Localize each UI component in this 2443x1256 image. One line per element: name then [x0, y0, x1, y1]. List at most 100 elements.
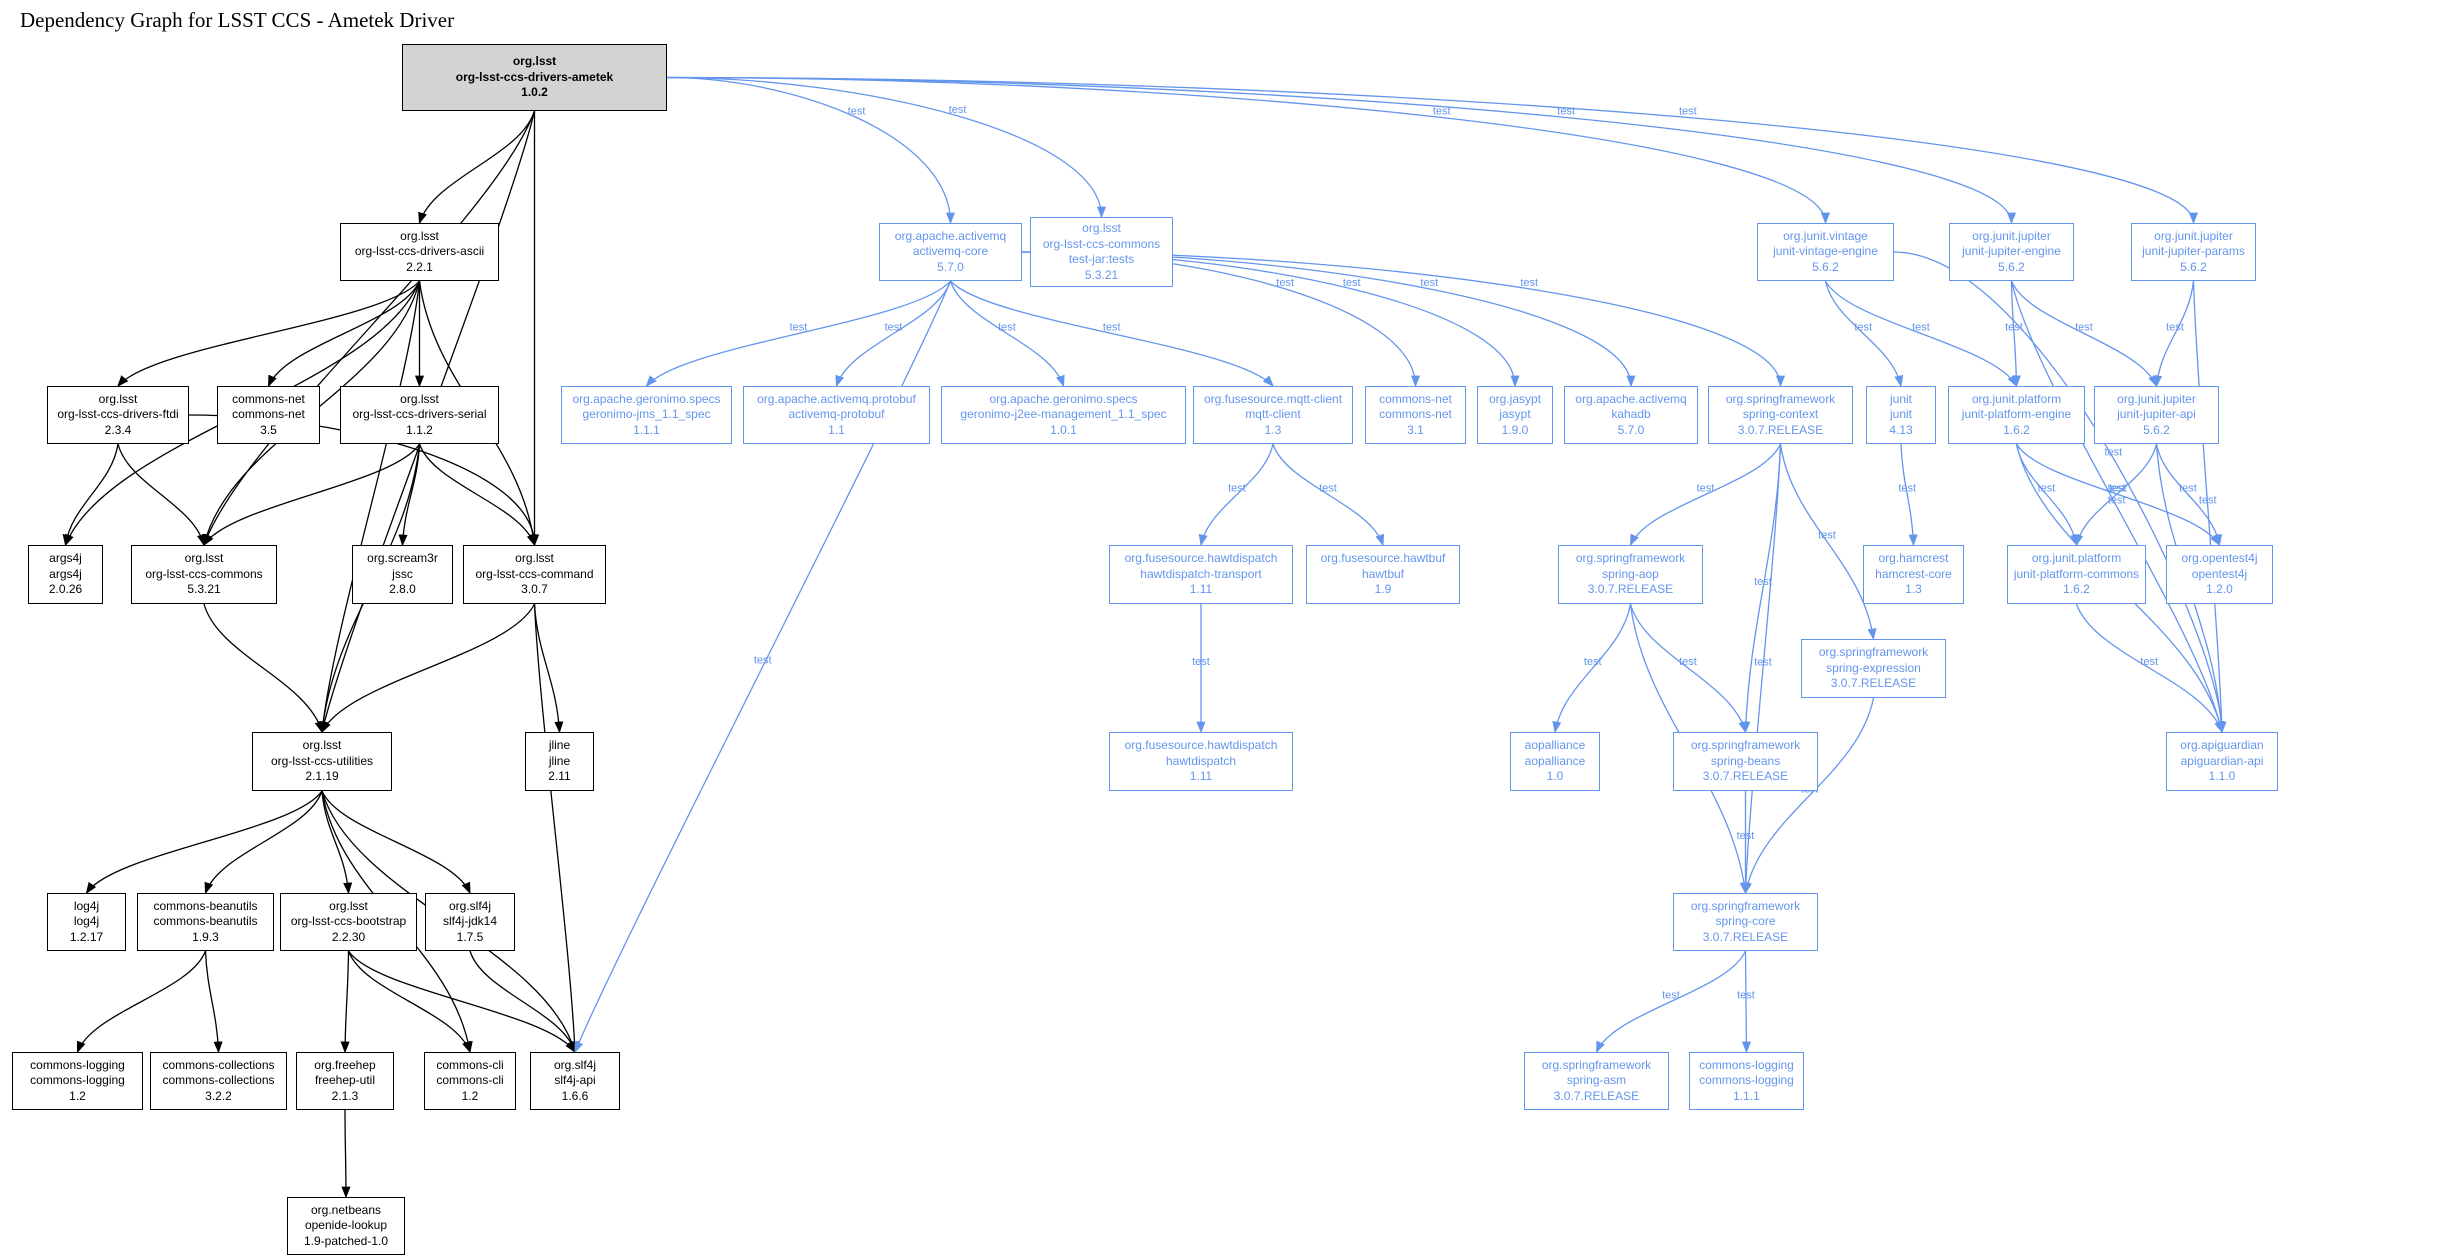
edge-jupiter-engine-to-platform-engine: [2010, 280, 2021, 388]
node-label-line: org.springframework: [1575, 551, 1686, 566]
edge-ametek-to-jupiter-engine: [666, 76, 2016, 225]
node-label-line: junit-platform-commons: [2013, 566, 2140, 581]
edge-spring-core-to-spring-asm: [1595, 950, 1747, 1054]
node-label-line: opentest4j: [2191, 566, 2248, 581]
edge-scope-label: test: [2108, 483, 2126, 495]
node-label-line: org.fusesource.hawtdispatch: [1124, 738, 1278, 753]
node-label-line: org.junit.platform: [2031, 551, 2122, 566]
edge-activemq-core-to-mqtt: [950, 280, 1274, 387]
edge-serial-to-commons: [203, 443, 421, 547]
edge-scope-label: test: [2108, 495, 2126, 507]
node-label-line: 3.0.7.RELEASE: [1737, 422, 1824, 437]
node-label-line: commons-collections: [162, 1057, 275, 1072]
node-label-line: 1.1.1: [633, 422, 660, 437]
node-label-line: 2.8.0: [389, 582, 416, 597]
edge-scope-label: test: [1912, 322, 1930, 334]
node-label-line: 5.3.21: [187, 582, 221, 597]
node-label-line: commons-cli: [436, 1057, 504, 1072]
node-label-line: org.springframework: [1818, 645, 1929, 660]
node-label-line: 4.13: [1889, 422, 1913, 437]
edge-scope-label: test: [1754, 576, 1772, 588]
diagram-title: Dependency Graph for LSST CCS - Ametek D…: [20, 8, 455, 32]
edge-spring-aop-to-aopalliance: [1552, 603, 1632, 734]
node-label-line: 1.1.2: [406, 422, 433, 437]
edge-ascii-to-ftdi: [117, 280, 420, 387]
node-label-line: 1.3: [1264, 422, 1282, 437]
node-label-line: spring-asm: [1566, 1073, 1627, 1088]
node-label-line: junit: [1889, 391, 1912, 406]
edge-scope-label: test: [2109, 483, 2127, 495]
node-label-line: org.freehep: [314, 1057, 376, 1072]
edge-utilities-to-slf4j-jdk14: [321, 790, 471, 895]
edge-scope-label: test: [1557, 106, 1575, 118]
node-label-line: 3.5: [260, 422, 277, 437]
edge-scope-label: test: [754, 655, 772, 667]
node-label-line: org.lsst: [400, 228, 439, 243]
edge-scope-label: test: [1737, 830, 1755, 842]
node-label-line: freehep-util: [314, 1073, 376, 1088]
edge-scope-label: test: [1319, 483, 1337, 495]
node-label-line: org-lsst-ccs-drivers-ametek: [455, 69, 614, 84]
node-label-line: org.junit.jupiter: [1972, 228, 2051, 243]
node-label-line: commons-logging: [30, 1057, 125, 1072]
node-label-line: org.scream3r: [367, 551, 438, 566]
node-label-line: 2.1.19: [305, 769, 339, 784]
edge-bootstrap-to-commons-cli: [347, 950, 471, 1054]
node-label-line: 1.2.17: [69, 929, 104, 944]
edge-beanutils-to-clogging12: [76, 950, 207, 1054]
edge-scope-label: test: [1679, 656, 1697, 668]
node-label-line: 1.9: [1374, 582, 1392, 597]
node-label-line: 1.0: [1546, 769, 1564, 784]
edge-scope-label: test: [2166, 322, 2184, 334]
node-label-line: org.fusesource.hawtdispatch: [1124, 551, 1278, 566]
node-label-line: org.springframework: [1541, 1057, 1652, 1072]
node-label-line: org.lsst: [98, 391, 138, 406]
node-label-line: org.junit.platform: [1971, 391, 2062, 406]
edge-scope-label: test: [949, 104, 967, 116]
edge-commons-to-utilities: [203, 603, 324, 734]
node-label-line: 1.6.6: [561, 1088, 589, 1103]
edge-scope-label: test: [2075, 322, 2093, 334]
edge-scope-label: test: [1584, 656, 1602, 668]
edge-scope-label: test: [1103, 322, 1121, 334]
node-label-line: spring-core: [1715, 914, 1776, 929]
node-label-line: 2.0.26: [48, 582, 83, 597]
edge-scope-label: test: [1898, 483, 1916, 495]
edge-command-to-utilities: [321, 603, 536, 734]
node-label-line: junit-jupiter-params: [2142, 244, 2245, 259]
node-label-line: 2.2.1: [406, 259, 433, 274]
node-label-line: 1.7.5: [456, 929, 484, 944]
node-label-line: 1.6.2: [2063, 582, 2090, 597]
edge-serial-to-command: [418, 443, 536, 547]
node-label-line: log4j: [73, 914, 100, 929]
node-label-line: 1.6.2: [2003, 422, 2030, 437]
edge-scope-label: test: [1679, 106, 1697, 118]
node-label-line: org-lsst-ccs-commons: [1042, 236, 1161, 251]
edge-jupiter-api-to-opentest4j: [2155, 443, 2223, 547]
node-label-line: commons-logging: [30, 1073, 125, 1088]
node-label-line: 5.6.2: [2180, 259, 2207, 274]
node-label-line: hawtdispatch: [1165, 753, 1237, 768]
node-label-line: org.fusesource.hawtbuf: [1320, 551, 1446, 566]
node-label-line: org-lsst-ccs-commons: [145, 566, 263, 581]
node-label-line: org.lsst: [184, 551, 224, 566]
edge-ametek-to-commons-tests: [666, 76, 1107, 219]
